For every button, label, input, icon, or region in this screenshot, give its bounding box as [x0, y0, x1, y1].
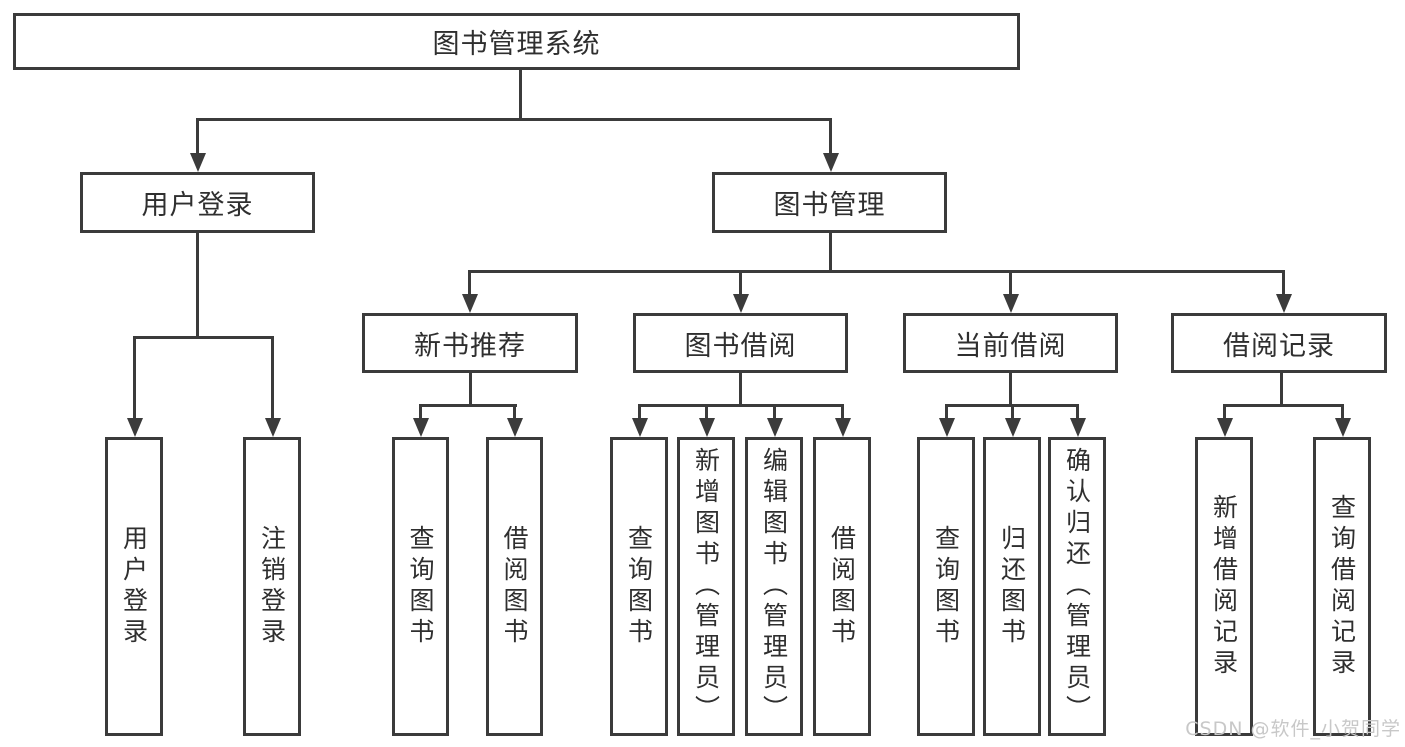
connector-line	[829, 118, 832, 155]
leaf-query-borrow-record: 查询借阅记录	[1313, 437, 1371, 736]
connector-line	[1223, 404, 1344, 407]
leaf-label: 新增图书（管理员）	[691, 447, 721, 726]
node-label: 当前借阅	[954, 330, 1067, 362]
leaf-add-borrow-record: 新增借阅记录	[1195, 437, 1253, 736]
node-label: 借阅记录	[1223, 330, 1335, 362]
connector-line	[519, 70, 522, 118]
connector-line	[133, 336, 274, 339]
arrowhead-down-icon	[632, 418, 648, 437]
arrowhead-down-icon	[835, 418, 851, 437]
arrowhead-down-icon	[265, 418, 281, 437]
node-current-borrowing: 当前借阅	[903, 313, 1118, 373]
connector-line	[196, 118, 832, 121]
node-library-management-system: 图书管理系统	[13, 13, 1020, 70]
node-book-management: 图书管理	[712, 172, 947, 233]
leaf-label: 借阅图书	[827, 524, 857, 649]
node-new-book-recommendation: 新书推荐	[362, 313, 578, 373]
leaf-label: 用户登录	[119, 524, 149, 649]
leaf-label: 借阅图书	[500, 524, 529, 649]
connector-line	[196, 118, 199, 155]
connector-line	[1009, 270, 1012, 296]
connector-line	[133, 336, 136, 419]
arrowhead-down-icon	[127, 418, 143, 437]
connector-line	[196, 233, 199, 336]
node-label: 新书推荐	[414, 330, 526, 362]
node-user-login: 用户登录	[80, 172, 315, 233]
connector-line	[1341, 404, 1344, 420]
connector-line	[271, 336, 274, 419]
arrowhead-down-icon	[1003, 294, 1019, 313]
connector-line	[468, 270, 471, 296]
leaf-borrow-books-recommend: 借阅图书	[486, 437, 543, 736]
leaf-logout: 注销登录	[243, 437, 301, 736]
connector-line	[829, 233, 832, 273]
connector-line	[638, 404, 641, 420]
node-book-borrowing: 图书借阅	[633, 313, 848, 373]
leaf-label: 确认归还（管理员）	[1062, 447, 1092, 726]
connector-line	[1280, 373, 1283, 406]
node-label: 图书管理	[773, 190, 886, 221]
arrowhead-down-icon	[699, 418, 715, 437]
connector-line	[469, 373, 472, 406]
connector-line	[1076, 404, 1079, 420]
leaf-borrow-books-borrowing: 借阅图书	[813, 437, 871, 736]
arrowhead-down-icon	[939, 418, 955, 437]
leaf-query-books-recommend: 查询图书	[392, 437, 449, 736]
leaf-label: 编辑图书（管理员）	[759, 447, 789, 726]
leaf-label: 注销登录	[257, 524, 287, 649]
leaf-label: 新增借阅记录	[1209, 493, 1239, 680]
leaf-query-books-current: 查询图书	[917, 437, 975, 736]
leaf-add-books-admin: 新增图书（管理员）	[677, 437, 735, 736]
leaf-label: 查询图书	[624, 524, 654, 649]
arrowhead-down-icon	[733, 294, 749, 313]
arrowhead-down-icon	[1217, 418, 1233, 437]
arrowhead-down-icon	[767, 418, 783, 437]
arrowhead-down-icon	[190, 153, 206, 172]
connector-line	[419, 404, 517, 407]
leaf-label: 查询图书	[931, 524, 961, 649]
arrowhead-down-icon	[507, 418, 523, 437]
leaf-confirm-return-admin: 确认归还（管理员）	[1048, 437, 1106, 736]
node-label: 图书借阅	[684, 330, 797, 362]
connector-line	[513, 404, 516, 420]
leaf-return-books: 归还图书	[983, 437, 1041, 736]
node-borrowing-records: 借阅记录	[1171, 313, 1387, 373]
connector-line	[638, 404, 844, 407]
connector-line	[1011, 404, 1014, 420]
connector-line	[1009, 373, 1012, 406]
connector-line	[705, 404, 708, 420]
leaf-user-login: 用户登录	[105, 437, 163, 736]
connector-line	[739, 373, 742, 406]
node-label: 图书管理系统	[432, 29, 601, 60]
connector-line	[1282, 270, 1285, 296]
connector-line	[773, 404, 776, 420]
arrowhead-down-icon	[1335, 418, 1351, 437]
connector-line	[841, 404, 844, 420]
arrowhead-down-icon	[1276, 294, 1292, 313]
connector-line	[739, 270, 742, 296]
leaf-label: 查询借阅记录	[1327, 493, 1357, 680]
connector-line	[468, 270, 1285, 273]
connector-line	[945, 404, 948, 420]
node-label: 用户登录	[141, 190, 254, 221]
connector-line	[1223, 404, 1226, 420]
leaf-label: 查询图书	[406, 524, 435, 649]
arrowhead-down-icon	[1005, 418, 1021, 437]
connector-line	[419, 404, 422, 420]
arrowhead-down-icon	[823, 153, 839, 172]
arrowhead-down-icon	[1070, 418, 1086, 437]
arrowhead-down-icon	[413, 418, 429, 437]
leaf-query-books-borrowing: 查询图书	[610, 437, 668, 736]
csdn-watermark: CSDN @软件_小贺同学	[1185, 718, 1401, 740]
leaf-edit-books-admin: 编辑图书（管理员）	[745, 437, 803, 736]
arrowhead-down-icon	[462, 294, 478, 313]
leaf-label: 归还图书	[997, 524, 1027, 649]
